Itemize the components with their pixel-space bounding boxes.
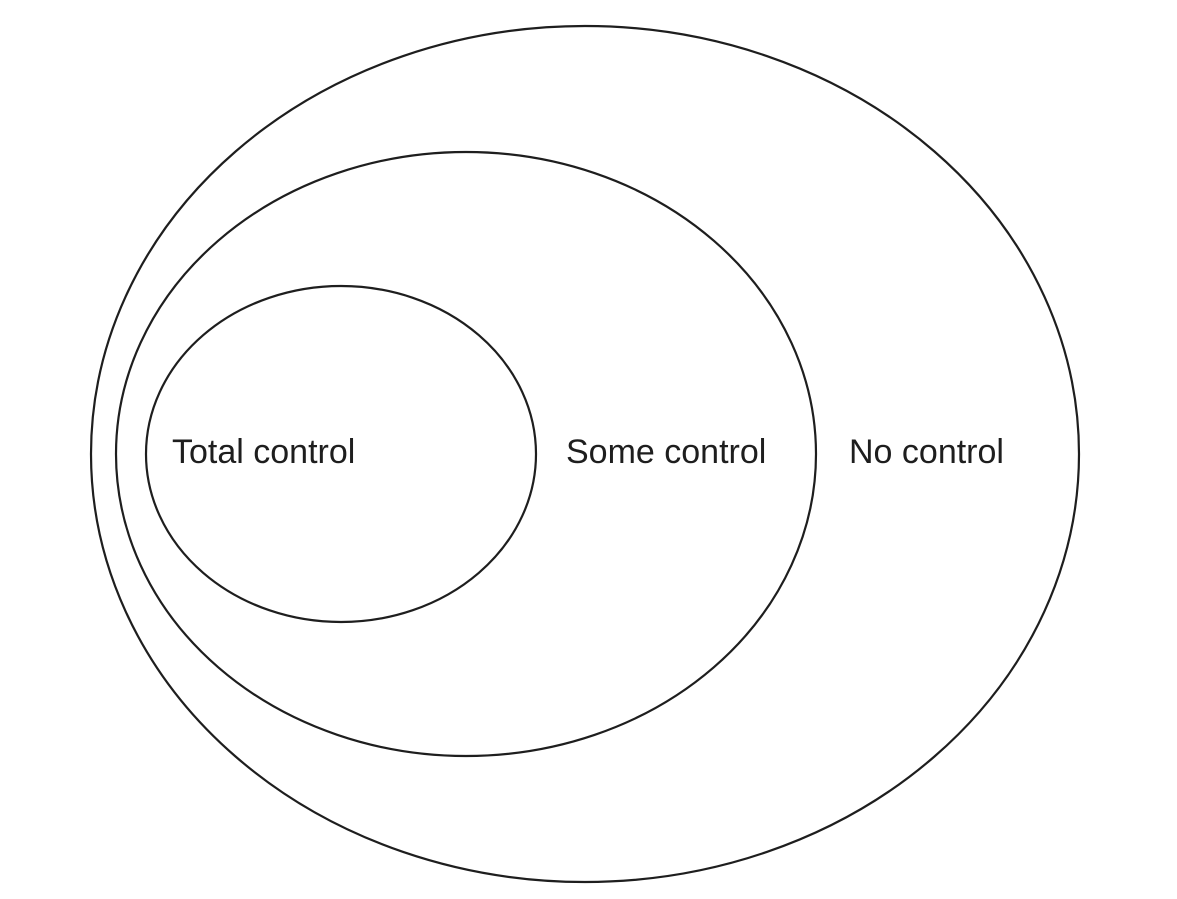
middle-circle-some-control <box>114 150 818 758</box>
label-no-control: No control <box>849 433 1004 471</box>
label-total-control: Total control <box>172 433 355 471</box>
outer-circle-group: No control <box>89 24 1081 884</box>
inner-circle-total-control <box>144 284 538 624</box>
outer-circle-no-control <box>89 24 1081 884</box>
inner-circle-group: Total control <box>144 284 538 624</box>
middle-circle-group: Some control <box>114 150 818 758</box>
label-some-control: Some control <box>566 433 766 471</box>
